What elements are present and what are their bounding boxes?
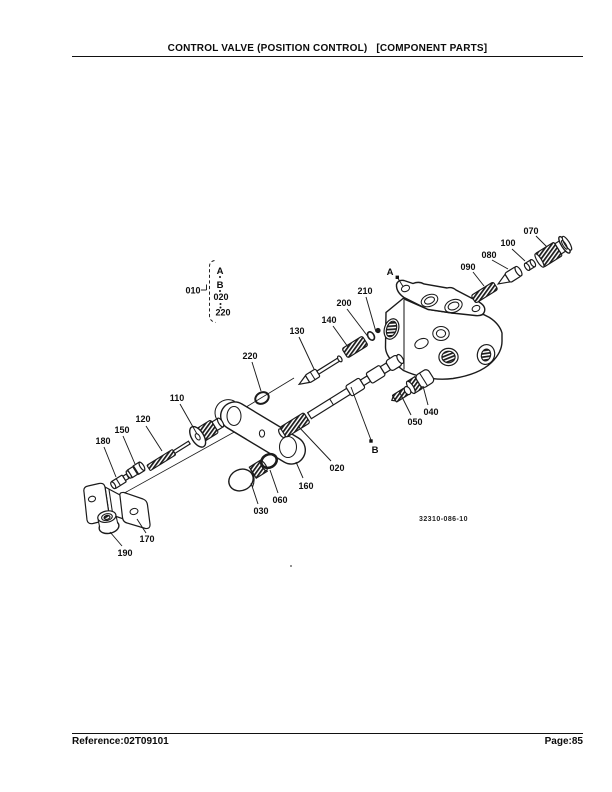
part-140-spring [342,336,368,358]
legend-item-a: A [217,266,224,277]
stray-mark [290,565,292,567]
callout-010: 010 [185,286,200,296]
callout-180: 180 [95,436,110,446]
part-210-ball [375,327,381,334]
page-title: CONTROL VALVE (POSITION CONTROL) [COMPON… [167,43,488,54]
callout-170: 170 [139,534,154,544]
axis-guide-lines [118,377,295,497]
callout-080: 080 [481,250,496,260]
callout-120: 120 [135,414,150,424]
part-060-oring [260,452,278,470]
callout-090: 090 [460,262,475,272]
marker-b: B [372,445,379,456]
callout-030: 030 [253,506,268,516]
part-150-nuts [125,461,146,479]
part-190-nut [97,510,120,535]
callouts: 010 A B 020 220 220 130 140 200 210 A 09… [95,226,538,558]
part-120-rod [146,440,191,471]
callout-150: 150 [114,425,129,435]
valve-body [383,279,503,380]
callout-100: 100 [500,238,515,248]
callout-210: 210 [357,286,372,296]
footer-reference: Reference:02T09101 [72,736,169,747]
callout-140: 140 [321,315,336,325]
callout-050: 050 [407,417,422,427]
legend-item-020: 020 [213,292,228,302]
part-040-fitting [405,369,435,395]
callout-070: 070 [523,226,538,236]
callout-190: 190 [117,548,132,558]
leader-lines [103,235,548,547]
callout-060: 060 [272,495,287,505]
part-050-spring [391,385,412,403]
part-spool-b [306,353,405,420]
legend-bracket [201,260,222,323]
header-rule [72,56,583,57]
callout-110: 110 [170,393,185,403]
figure-number: 32310-086-10 [419,516,468,523]
callout-220: 220 [242,351,257,361]
part-100-washer [523,258,537,272]
marker-a: A [387,267,394,278]
callout-130: 130 [289,326,304,336]
footer-page-number: Page:85 [544,736,583,747]
footer-rule [72,733,583,734]
callout-040: 040 [423,407,438,417]
callout-160: 160 [298,481,313,491]
legend-item-b: B [217,280,224,291]
part-090-spring [471,281,498,304]
part-110-cap [189,417,225,448]
part-070-plug [534,235,573,268]
part-160-plate [214,399,306,465]
part-020-spring [278,412,310,439]
callout-200: 200 [336,298,351,308]
valve-body-top-flange [395,279,486,317]
part-180-joint [110,473,130,490]
legend-item-220: 220 [215,308,230,318]
part-220-oring [254,391,270,405]
part-130-rod [297,355,343,386]
part-080-poppet [496,265,523,285]
callout-020: 020 [329,463,344,473]
